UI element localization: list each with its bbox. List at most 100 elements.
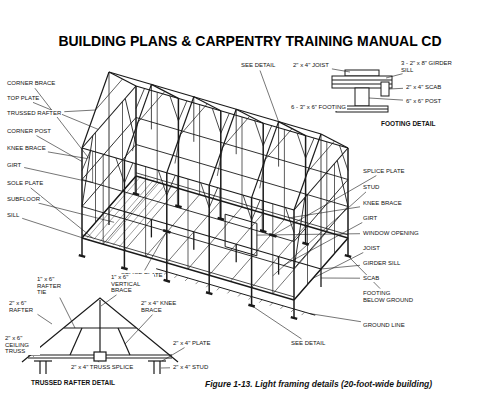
leader-line <box>386 74 403 78</box>
knee-brace <box>260 160 265 189</box>
ground-hatch <box>280 306 283 309</box>
knee-brace <box>221 113 230 133</box>
knee-brace <box>217 147 222 176</box>
leader-line <box>321 278 360 279</box>
footing <box>175 206 181 208</box>
part-label: 2" x 4" SCAB <box>405 84 442 91</box>
knee-brace <box>286 208 295 233</box>
knee-brace <box>201 183 210 208</box>
detail-heading: TRUSSED RAFTER DETAIL <box>30 379 116 386</box>
leader-line <box>313 253 363 279</box>
post <box>208 185 210 275</box>
stud <box>219 188 220 220</box>
post <box>124 250 126 268</box>
part-label: 6 - 3" x 6" FOOTING <box>290 104 347 111</box>
post <box>166 173 168 263</box>
ground-hatch <box>249 297 252 300</box>
ridge <box>109 72 321 134</box>
part-label: TRUSSED RAFTER <box>6 110 62 117</box>
figure-caption: Figure 1-13. Light framing details (20-f… <box>205 379 432 389</box>
leader-line <box>321 265 360 269</box>
subfloor <box>106 181 160 243</box>
knee-brace <box>255 121 264 146</box>
stud <box>145 167 146 257</box>
leader-line <box>369 98 403 100</box>
post <box>178 188 180 206</box>
post <box>220 201 222 219</box>
subfloor <box>119 185 173 247</box>
splice-plate <box>163 230 170 232</box>
post <box>135 176 137 194</box>
joist <box>209 213 263 275</box>
corner-brace <box>125 98 136 144</box>
stud <box>103 154 104 244</box>
knee-brace <box>252 200 261 220</box>
ground-hatch <box>217 287 220 290</box>
part-label: STUD <box>362 184 380 191</box>
part-label: 2" x 4" STUD <box>172 364 209 371</box>
window-opening <box>225 247 257 256</box>
knee-brace <box>340 146 349 171</box>
knee-brace <box>175 135 180 164</box>
vertical-brace <box>99 300 100 358</box>
part-label: TOP PLATE <box>6 95 40 102</box>
stud <box>272 204 273 294</box>
ground-hatch <box>164 272 167 275</box>
truss-splice <box>94 352 106 361</box>
subfloor <box>94 178 148 240</box>
footing <box>79 255 85 257</box>
knee-brace <box>263 126 272 146</box>
part-label: 1" x 6" VERTICAL BRACE <box>110 274 154 294</box>
part-label: SEE DETAIL <box>290 340 326 347</box>
scab <box>381 82 389 96</box>
part-label: CORNER BRACE <box>6 80 56 87</box>
leader-line <box>60 298 75 328</box>
part-label: 3 - 2" x 8" GIRDER SILL <box>400 60 460 73</box>
knee-brace <box>70 328 82 355</box>
knee-brace <box>209 188 218 208</box>
knee-brace <box>124 163 132 183</box>
footing <box>218 218 224 220</box>
post <box>193 232 194 250</box>
leader-line <box>310 314 361 322</box>
joist <box>82 176 136 238</box>
rafter-tie <box>138 91 165 122</box>
footing <box>206 292 212 294</box>
joist <box>273 232 327 294</box>
window-opening <box>225 214 257 223</box>
rafter-tie <box>265 129 292 160</box>
part-label: 1" x 6" RAFTER TIE <box>36 276 72 296</box>
leader-line <box>39 203 115 222</box>
post <box>81 238 83 256</box>
part-label: 2" x 4" PLATE <box>172 340 212 347</box>
post <box>278 257 279 275</box>
stud <box>334 164 335 254</box>
leader-line <box>125 315 153 344</box>
leader-line <box>290 207 360 218</box>
leader-line <box>145 231 167 270</box>
stud <box>95 133 96 223</box>
part-label: 2" x 6" RAFTER <box>8 300 44 313</box>
post <box>236 244 237 262</box>
part-label: GIRT <box>362 215 378 222</box>
leader-line <box>101 295 117 306</box>
leader-line <box>332 69 350 72</box>
leader-line <box>257 234 360 235</box>
joist <box>345 70 379 76</box>
stud <box>177 176 178 208</box>
leader-line <box>273 176 377 236</box>
part-label: SUBFLOOR <box>6 196 41 203</box>
leader-line <box>162 348 185 361</box>
corner-brace <box>82 136 93 207</box>
part-label: JOIST <box>362 245 381 252</box>
knee-brace <box>82 151 91 171</box>
rafter-tie <box>223 116 250 147</box>
knee-brace <box>133 122 138 151</box>
leader-line <box>48 152 87 159</box>
stud <box>39 361 40 374</box>
part-label: 2" x 6" CEILING TRUSS <box>4 335 40 355</box>
stud <box>307 195 308 285</box>
knee-brace <box>116 158 125 183</box>
footing <box>133 193 139 195</box>
corner-brace <box>337 160 348 206</box>
